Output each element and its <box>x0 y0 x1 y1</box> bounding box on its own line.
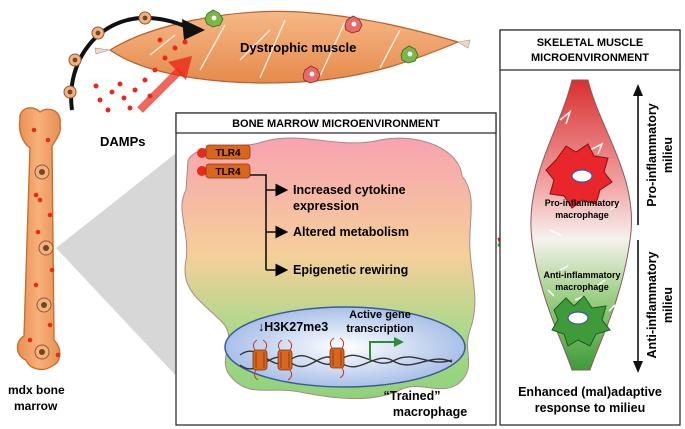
damp-dots <box>93 37 188 113</box>
enhanced-line2: response to milieu <box>535 401 645 415</box>
bone-marrow-cells <box>34 164 54 360</box>
effect-cytokine-line2: expression <box>293 199 359 213</box>
anti-inflammatory-macrophage-icon <box>551 295 611 347</box>
nucleosomes <box>252 337 345 381</box>
nucleosome-icon <box>252 349 268 371</box>
effect-epigenetic: Epigenetic rewiring <box>293 263 408 277</box>
bm-panel-title: BONE MARROW MICROENVIRONMENT <box>232 118 440 130</box>
h3k27me3-label: ↓H3K27me3 <box>258 320 328 334</box>
muscle-macrophage-icon <box>344 15 363 34</box>
anti-inflammatory-axis-arrow <box>633 240 643 373</box>
muscle-macrophage-icon <box>400 45 419 64</box>
active-gene-line1: Active gene <box>349 309 411 321</box>
transcription-start-arrow <box>369 341 396 360</box>
anti-macrophage-line2: macrophage <box>555 282 609 292</box>
tlr4-receptor-b <box>197 163 251 179</box>
pro-inflammatory-axis-arrow <box>633 84 643 225</box>
pro-inflammatory-macrophage-icon <box>545 143 613 209</box>
trained-label-line1: “Trained” <box>384 389 441 403</box>
zoom-cone <box>56 150 180 380</box>
circulation-arrowhead <box>182 19 205 40</box>
anti-macrophage-line1: Anti-inflammatory <box>543 270 620 280</box>
pro-macrophage-line1: Pro-inflammatory <box>545 198 620 208</box>
effect-cytokine-line1: Increased cytokine <box>293 183 406 197</box>
effect-metabolism: Altered metabolism <box>293 225 409 239</box>
tlr4-receptor-a <box>197 144 251 160</box>
circulating-cells <box>63 11 152 99</box>
pro-milieu-line2: milieu <box>661 137 675 173</box>
muscle-fiber-spindle <box>530 79 632 371</box>
damps-label: DAMPs <box>100 134 146 149</box>
transcription-arrowhead <box>394 337 404 347</box>
damp-arrow <box>137 67 183 113</box>
anti-milieu-line2: milieu <box>661 287 675 323</box>
enhanced-line1: Enhanced (mal)adaptive <box>518 385 662 399</box>
damp-arrowhead <box>168 56 192 80</box>
bone-marrow-label-line1: mdx bone <box>8 383 65 397</box>
sm-title-line2: MICROENVIRONMENT <box>531 52 649 64</box>
muscle-macrophage-icon <box>204 9 224 28</box>
pro-macrophage-line2: macrophage <box>555 210 609 220</box>
trained-label-line2: macrophage <box>393 405 467 419</box>
bone-damp-dots <box>27 127 61 358</box>
dystrophic-muscle-label: Dystrophic muscle <box>240 40 356 55</box>
femur-bone <box>16 107 62 371</box>
circulation-arrow <box>69 15 191 111</box>
nucleosome-icon <box>277 349 293 371</box>
pro-milieu-line1: Pro-inflammatory <box>645 103 659 207</box>
sm-panel-header <box>499 29 681 71</box>
tlr4-label-a: TLR4 <box>216 148 241 159</box>
bm-panel-header <box>175 112 497 134</box>
nucleosome-icon <box>329 347 345 369</box>
muscle-macrophage-icon <box>302 65 321 84</box>
tlr4-label-b: TLR4 <box>216 167 241 178</box>
sm-title-line1: SKELETAL MUSCLE <box>537 37 644 49</box>
bone-marrow-label-line2: marrow <box>14 399 58 413</box>
active-gene-line2: transcription <box>346 323 414 335</box>
nucleus <box>224 306 466 388</box>
anti-milieu-line1: Anti-inflammatory <box>645 251 659 358</box>
signaling-tree <box>250 174 289 277</box>
